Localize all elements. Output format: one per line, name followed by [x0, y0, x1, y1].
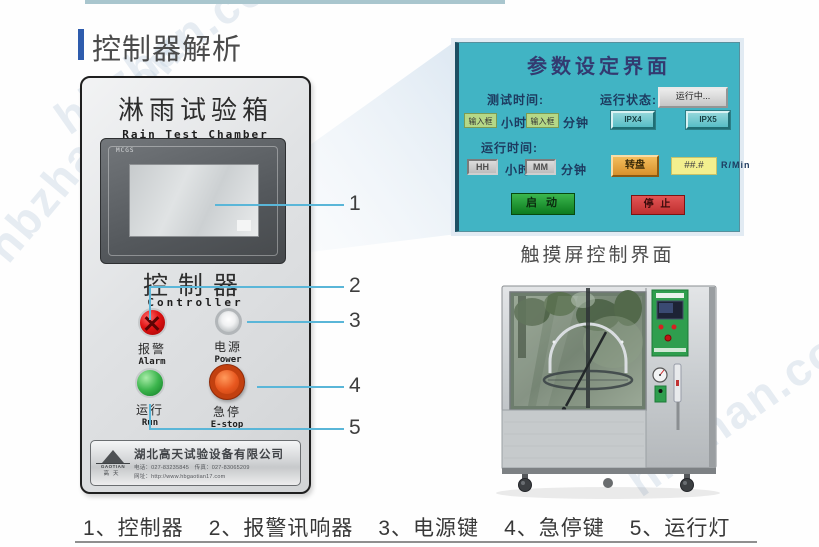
title-accent-bar: [78, 29, 84, 60]
estop-button-group: 急停 E-stop: [197, 364, 257, 430]
controller-label-cn: 控制器: [142, 271, 248, 300]
power-button-group: 电源 Power: [198, 308, 258, 365]
logo-text-cn: 高天: [103, 470, 123, 477]
test-minutes-input[interactable]: 输入框: [526, 113, 559, 128]
test-time-label: 测试时间:: [487, 93, 544, 107]
callout-line-2: [149, 286, 344, 288]
legend-item-run-light: 5、运行灯: [629, 517, 731, 540]
minutes-unit-label: 分钟: [563, 116, 590, 130]
power-button[interactable]: [214, 308, 242, 335]
run-time-label: 运行时间:: [481, 141, 538, 155]
speed-value-display: ##.#: [671, 157, 717, 175]
power-label-cn: 电源: [213, 340, 242, 354]
callout-number-5: 5: [349, 416, 361, 439]
control-panel: 淋雨试验箱 Rain Test Chamber MCGS 控制器 Control…: [80, 76, 311, 494]
power-label-en: Power: [214, 355, 242, 365]
callout-line-4: [257, 386, 344, 388]
mode-button-ipx4[interactable]: IPX4: [611, 111, 655, 129]
mountain-logo-icon: [102, 449, 124, 463]
controller-label-en: Controller: [147, 296, 244, 309]
page-title: 控制器解析: [92, 34, 243, 66]
mode-button-ipx5[interactable]: IPX5: [686, 111, 730, 129]
company-nameplate: GAOTIAN 高天 湖北高天试验设备有限公司 电话：027-83235845 …: [90, 440, 301, 486]
run-minutes-unit-label: 分钟: [561, 163, 588, 177]
run-hours-display[interactable]: HH: [467, 159, 498, 175]
run-hours-unit-label: 小时: [505, 163, 532, 177]
estop-label-cn: 急停: [212, 405, 241, 419]
touchscreen-frame: [108, 146, 278, 256]
estop-button[interactable]: [209, 364, 245, 400]
estop-label-en: E-stop: [210, 420, 244, 430]
turntable-button[interactable]: 转盘: [611, 155, 659, 177]
callout-line-5: [149, 428, 344, 430]
company-contact: 电话：027-83235845 传真：027-83065209: [134, 465, 250, 471]
chamber-name-en: Rain Test Chamber: [122, 128, 269, 141]
company-logo: GAOTIAN 高天: [96, 449, 130, 477]
callout-line-3: [247, 321, 344, 323]
rain-test-chamber-photo: [496, 285, 720, 499]
chamber-name-cn: 淋雨试验箱: [117, 96, 273, 126]
company-name: 湖北高天试验设备有限公司: [134, 449, 284, 461]
alarm-button[interactable]: [137, 308, 167, 337]
company-website: 网址：http://www.hbgaotian17.com: [134, 474, 226, 480]
legend-item-controller: 1、控制器: [83, 517, 184, 540]
run-status-value-button[interactable]: 运行中...: [658, 87, 728, 108]
hmi-title: 参数设定界面: [527, 56, 671, 78]
touchscreen[interactable]: MCGS: [100, 138, 286, 264]
touchscreen-caption: 触摸屏控制界面: [520, 245, 675, 266]
legend: 1、控制器 2、报警讯响器 3、电源键 4、急停键 5、运行灯: [83, 512, 730, 542]
hmi-parameter-screen: 参数设定界面 测试时间: 运行状态: 运行中... 输入框 小时 输入框 分钟 …: [455, 42, 750, 232]
screen-glare: [237, 220, 251, 231]
stop-button[interactable]: 停 止: [631, 195, 685, 215]
legend-item-alarm-sounder: 2、报警讯响器: [208, 517, 354, 540]
alarm-label-cn: 报警: [137, 342, 166, 356]
run-status-label: 运行状态:: [600, 93, 657, 107]
callout-line-2-drop: [149, 286, 151, 320]
callout-number-4: 4: [349, 374, 361, 397]
run-light-button[interactable]: [135, 368, 165, 398]
run-label-cn: 运行: [120, 401, 180, 418]
bottom-divider: [75, 541, 757, 543]
callout-number-1: 1: [349, 192, 361, 215]
start-button[interactable]: 启 动: [511, 193, 575, 215]
callout-line-5-rise: [149, 404, 151, 430]
run-minutes-display[interactable]: MM: [525, 159, 556, 175]
touchscreen-brand: MCGS: [116, 147, 135, 154]
touchscreen-display[interactable]: [129, 164, 259, 237]
legend-item-estop-key: 4、急停键: [504, 517, 605, 540]
top-divider-strip: [85, 0, 505, 4]
alarm-label-en: Alarm: [138, 357, 166, 367]
test-hours-input[interactable]: 输入框: [464, 113, 497, 128]
callout-number-2: 2: [349, 274, 361, 297]
alarm-button-group: 报警 Alarm: [122, 308, 182, 367]
hours-unit-label: 小时: [501, 116, 528, 130]
speed-unit-label: R/Min: [721, 160, 751, 170]
nameplate-text: 湖北高天试验设备有限公司 电话：027-83235845 传真：027-8306…: [130, 446, 295, 480]
callout-line-1: [215, 204, 344, 206]
legend-item-power-key: 3、电源键: [378, 517, 480, 540]
logo-text-en: GAOTIAN: [96, 462, 130, 469]
callout-number-3: 3: [349, 309, 361, 332]
